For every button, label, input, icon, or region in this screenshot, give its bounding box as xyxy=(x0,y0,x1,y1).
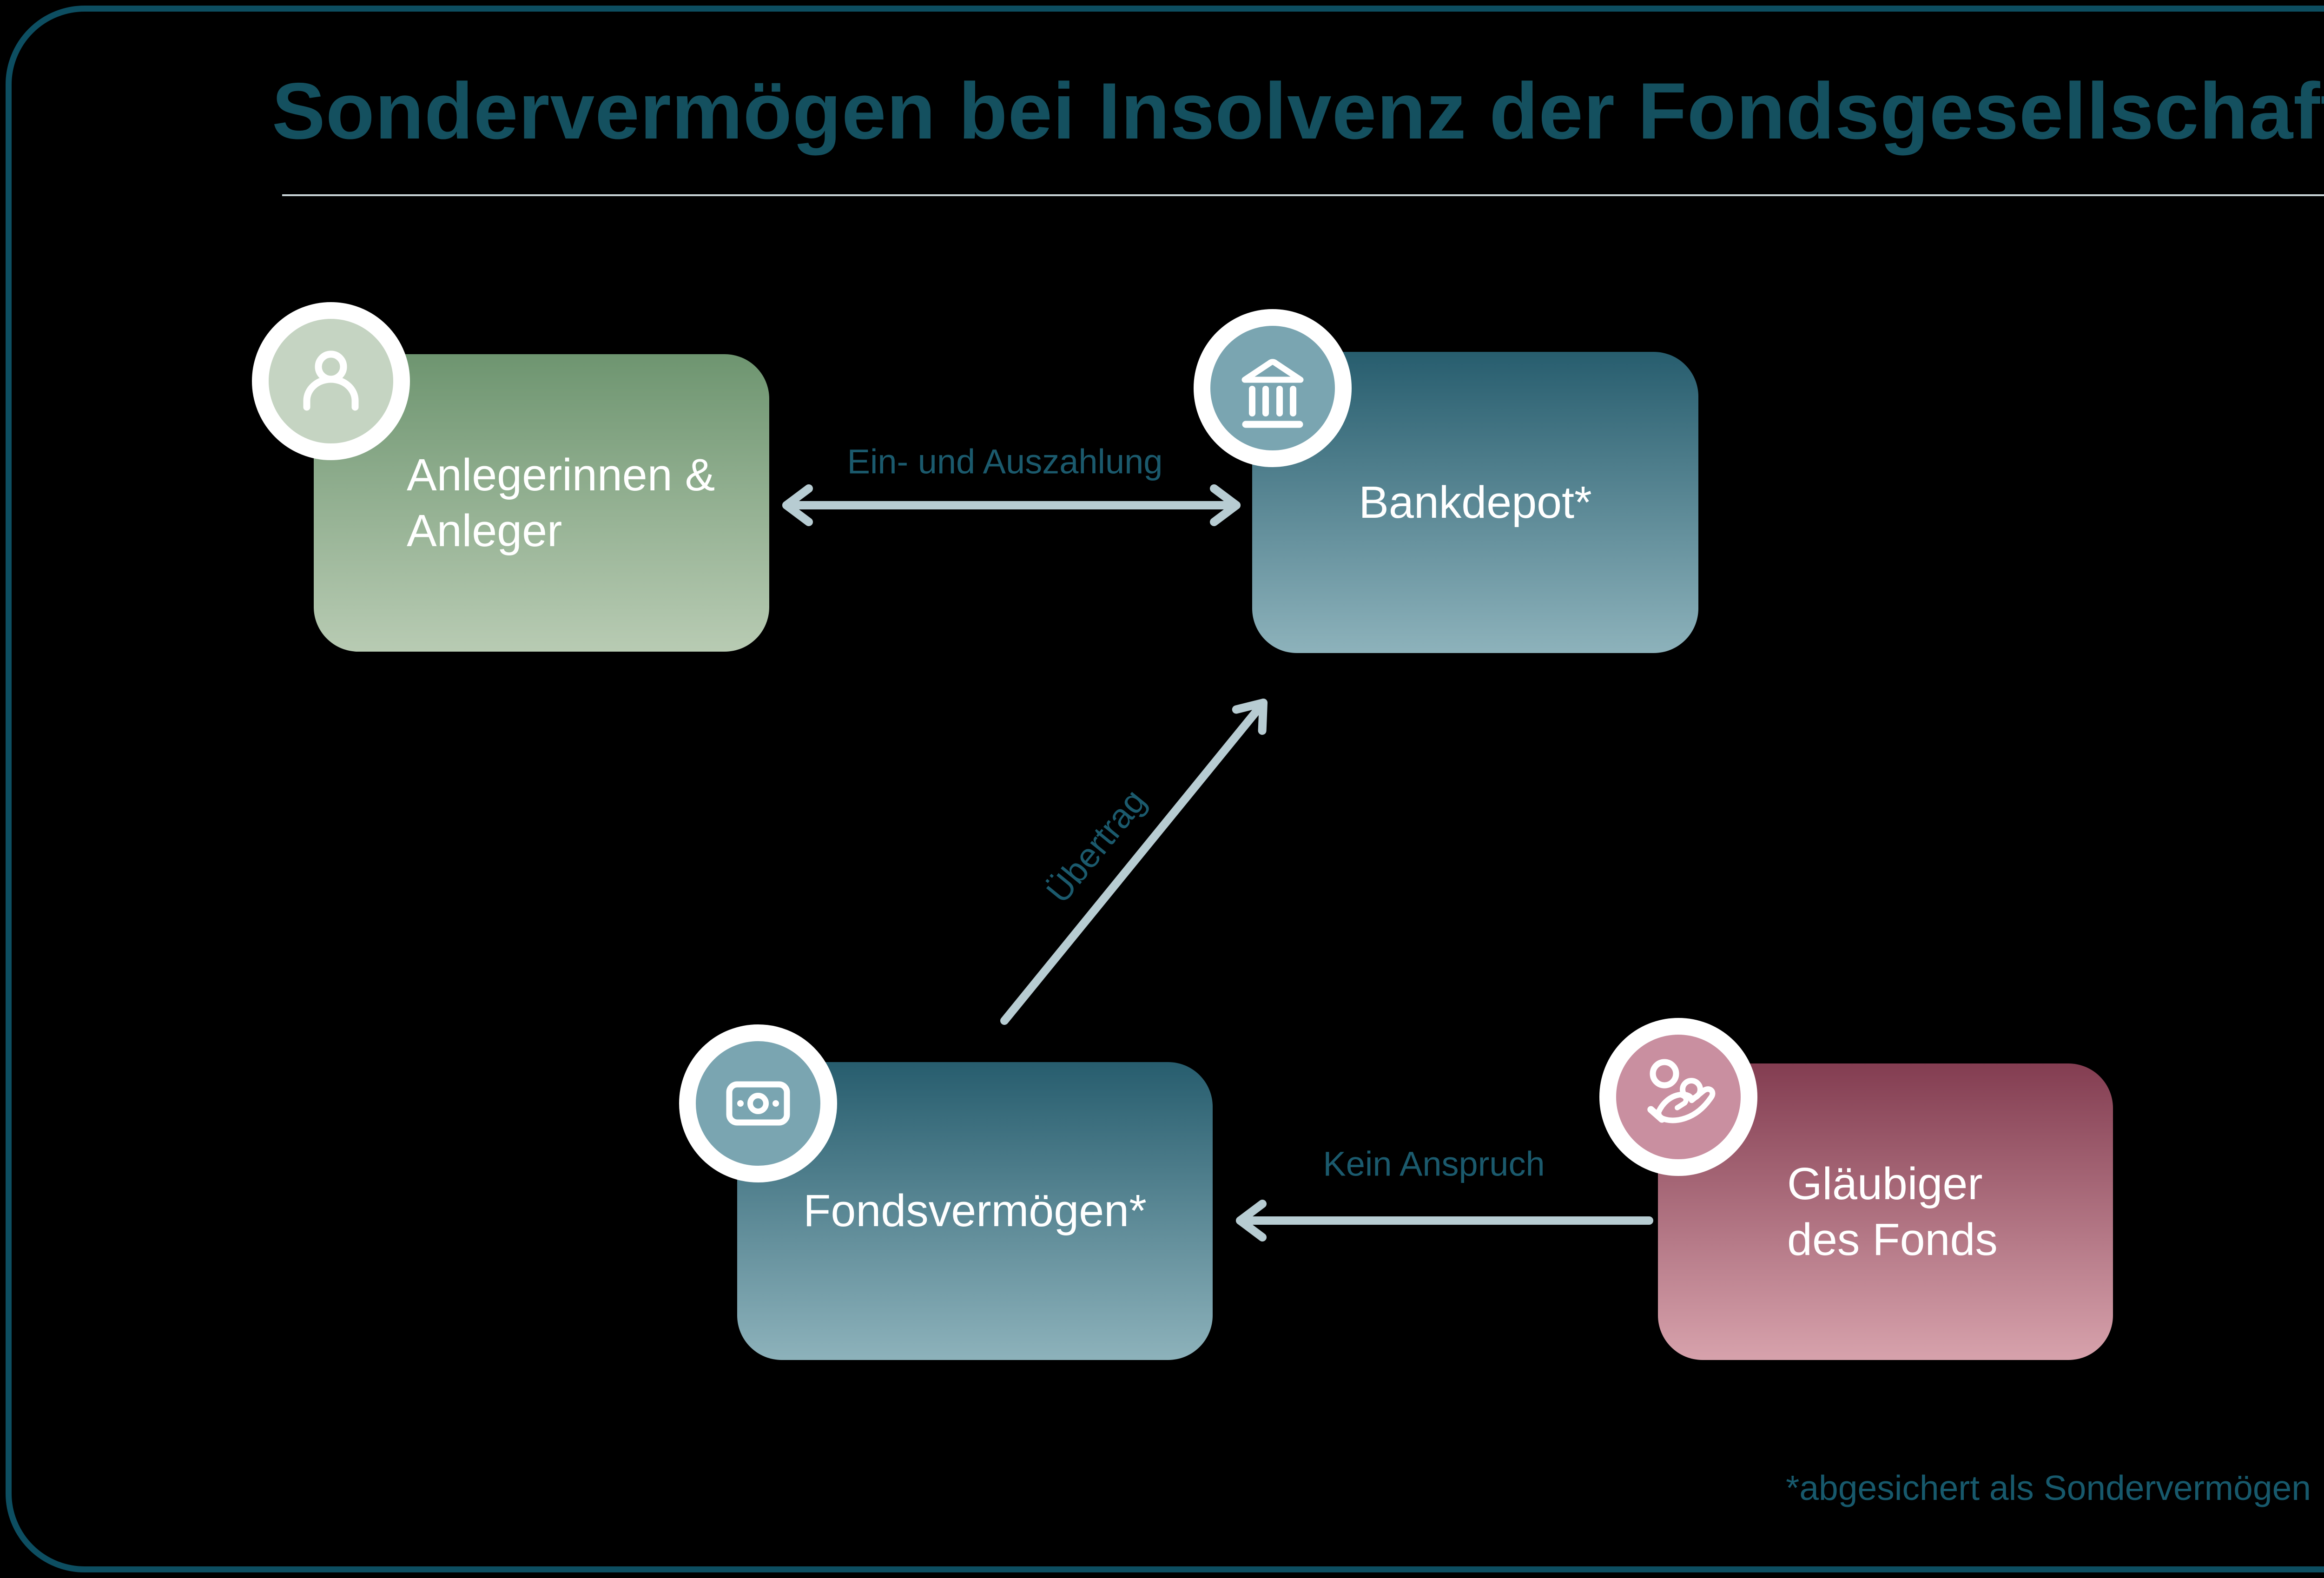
title-divider xyxy=(282,194,2324,196)
node-label: Fondsvermögen* xyxy=(803,1185,1147,1236)
person-badge xyxy=(252,302,410,460)
node-label: Gläubiger xyxy=(1787,1158,1983,1209)
edge-label-kein-anspruch: Kein Anspruch xyxy=(1323,1144,1545,1183)
hand-coins-badge xyxy=(1599,1018,1757,1176)
canvas-border xyxy=(6,6,2324,1572)
hand-coins-icon xyxy=(1647,1059,1716,1123)
footnote: *abgesichert als Sondervermögen xyxy=(1786,1468,2311,1507)
node-label: Anleger xyxy=(407,505,562,556)
arrow-uebertrag xyxy=(1000,699,1268,1025)
edge-label-ein-und-auszahlung: Ein- und Auszahlung xyxy=(847,442,1163,481)
node-label: Bankdepot* xyxy=(1359,476,1592,528)
person-icon xyxy=(303,350,359,411)
bank-badge xyxy=(1194,309,1352,467)
node-label: Anlegerinnen & xyxy=(407,449,715,500)
banknote-icon xyxy=(726,1081,790,1126)
page-title: Sondervermögen bei Insolvenz der Fondsge… xyxy=(272,66,2324,156)
banknote-badge xyxy=(679,1024,837,1182)
bank-icon xyxy=(1241,359,1304,428)
node-label: des Fonds xyxy=(1787,1214,1998,1265)
